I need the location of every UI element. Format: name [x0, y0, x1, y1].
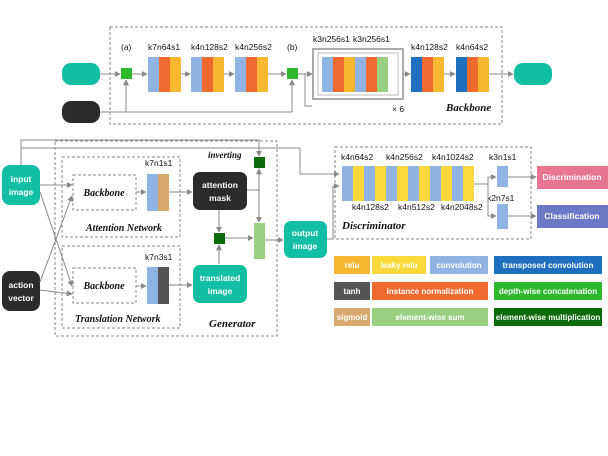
- bb-block-3: [235, 57, 268, 92]
- disc-bottom-label-4: k2n7s1: [487, 193, 515, 203]
- legend-label-4: tanh: [344, 287, 361, 296]
- legend-swatch-0: [334, 256, 370, 274]
- disc-connectors: [474, 174, 537, 219]
- backbone-action-pill: [62, 101, 100, 123]
- output-image-line-1: output: [292, 228, 319, 238]
- marker-b: (b): [287, 42, 298, 52]
- attention-mask-line-2: mask: [209, 193, 231, 203]
- legend-label-6: depth-wise concatenation: [499, 287, 597, 296]
- disc-bottom-label-1: k4n128s2: [352, 202, 389, 212]
- bb-label-1: k7n64s1: [148, 42, 180, 52]
- disc-head-bottom: [497, 204, 508, 229]
- translation-backbone-label: Backbone: [82, 281, 125, 292]
- classification-label: Classification: [544, 211, 599, 221]
- translated-image-node: translated image: [193, 265, 247, 303]
- bb-label-3: k4n256s2: [235, 42, 272, 52]
- disc-top-label-4: k3n1s1: [489, 152, 517, 162]
- translation-conv-label: k7n3s1: [145, 252, 173, 262]
- bb-residual-layers: [322, 57, 388, 92]
- legend-swatch-8: [372, 308, 488, 326]
- generator-frame: [54, 140, 278, 337]
- legend-label-8: element-wise sum: [396, 313, 465, 322]
- legend: relu leaky relu convolution transposed conv…: [334, 256, 602, 326]
- bb-block-1: [148, 57, 181, 92]
- disc-top-label-3: k4n1024s2: [432, 152, 474, 162]
- translated-image-line-2: image: [208, 286, 233, 296]
- generator-title: Generator: [209, 318, 256, 330]
- disc-top-label-1: k4n64s2: [341, 152, 373, 162]
- backbone-input-pill: [62, 63, 100, 85]
- disc-top-label-2: k4n256s2: [386, 152, 423, 162]
- legend-label-9: element-wise multiplication: [496, 313, 601, 322]
- concat-b: [287, 68, 298, 79]
- legend-label-1: leaky relu: [381, 261, 418, 270]
- disc-bottom-label-2: k4n512s2: [398, 202, 435, 212]
- bb-block-2: [191, 57, 224, 92]
- discriminator-title: Discriminator: [341, 220, 406, 232]
- action-vector-line-2: vector: [8, 293, 34, 303]
- input-image-line-2: image: [9, 187, 34, 197]
- disc-head-top: [497, 166, 508, 187]
- classification-head: Classification: [537, 205, 608, 228]
- repeat-label: × 6: [392, 104, 404, 114]
- attention-mask-line-1: attention: [202, 180, 238, 190]
- legend-label-2: convolution: [436, 261, 481, 270]
- bb-block-7: [456, 57, 489, 92]
- concat-a: [121, 68, 132, 79]
- legend-swatch-4: [334, 282, 370, 300]
- legend-swatch-6: [494, 282, 602, 300]
- legend-swatch-1: [372, 256, 426, 274]
- attention-frame: [61, 156, 181, 238]
- generator-sum: [254, 223, 265, 259]
- translated-image-line-1: translated: [200, 273, 241, 283]
- legend-swatch-7: [334, 308, 370, 326]
- inverting-mult: [254, 157, 265, 168]
- inverting-label: inverting: [208, 150, 242, 160]
- generator-connectors: [20, 139, 340, 297]
- attention-backbone-label: Backbone: [82, 188, 125, 199]
- legend-swatch-9: [494, 308, 602, 326]
- legend-label-5: instance normalization: [387, 287, 474, 296]
- legend-swatch-5: [372, 282, 488, 300]
- disc-bottom-label-3: k4n2048s2: [441, 202, 483, 212]
- bb-label-5: k3n256s1: [353, 34, 390, 44]
- disc-layer-stack: [342, 166, 474, 201]
- attention-conv-block: [147, 174, 169, 211]
- output-image-node: output image: [284, 221, 327, 258]
- attention-backbone-box: [72, 174, 137, 211]
- bb-block-6: [411, 57, 444, 92]
- discrimination-head: Discrimination: [537, 166, 608, 189]
- marker-a: (a): [121, 42, 132, 52]
- residual-inner: [317, 52, 399, 96]
- bb-label-6: k4n128s2: [411, 42, 448, 52]
- translated-mult: [214, 233, 225, 244]
- legend-swatch-2: [430, 256, 488, 274]
- legend-label-0: relu: [345, 261, 360, 270]
- discriminator-frame: [334, 146, 532, 240]
- action-vector-line-1: action: [8, 280, 33, 290]
- attention-title: Attention Network: [85, 223, 162, 234]
- backbone-connectors: [100, 71, 514, 113]
- attention-mask-node: attention mask: [193, 172, 247, 210]
- backbone-output-pill: [514, 63, 552, 85]
- translation-conv-block: [147, 267, 169, 304]
- input-image-node: input image: [2, 165, 40, 205]
- output-image-line-2: image: [293, 241, 318, 251]
- legend-label-7: sigmoid: [337, 313, 368, 322]
- bb-label-4: k3n256s1: [313, 34, 350, 44]
- backbone-frame: [109, 26, 503, 125]
- discrimination-label: Discrimination: [542, 172, 601, 182]
- action-vector-node: action vector: [2, 271, 40, 311]
- attention-conv-label: k7n1s1: [145, 158, 173, 168]
- legend-label-3: transposed convolution: [503, 261, 594, 270]
- bb-label-2: k4n128s2: [191, 42, 228, 52]
- bb-label-7: k4n64s2: [456, 42, 488, 52]
- translation-title: Translation Network: [75, 314, 160, 325]
- legend-swatch-3: [494, 256, 602, 274]
- input-image-line-1: input: [11, 174, 32, 184]
- backbone-title: Backbone: [445, 102, 491, 114]
